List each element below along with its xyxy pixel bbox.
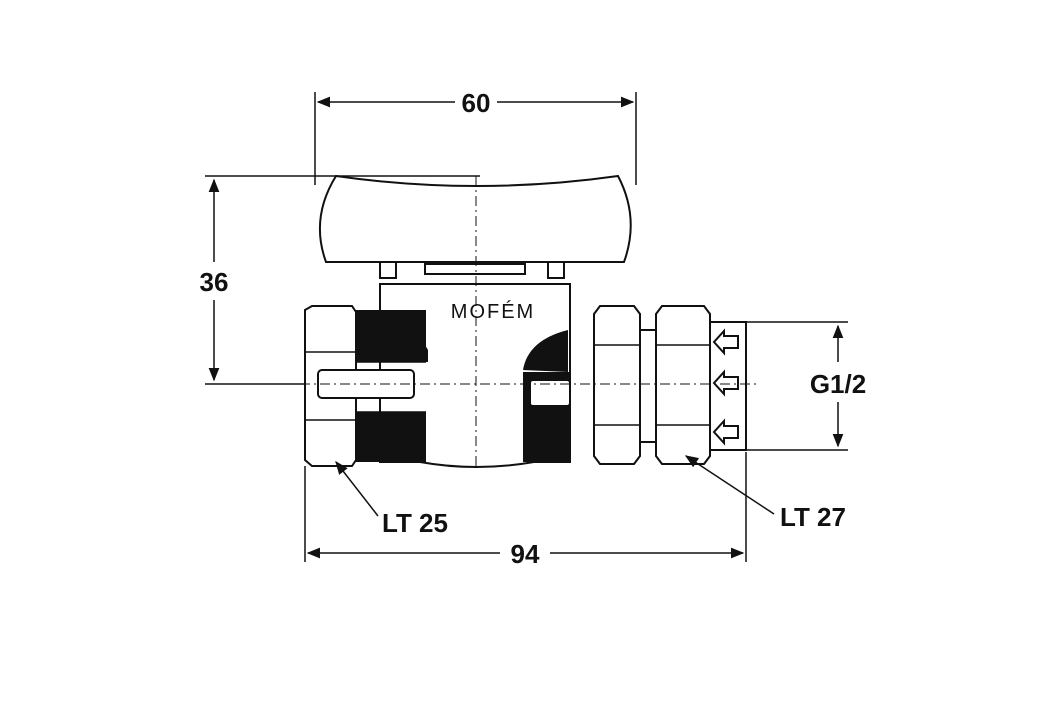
- middle-nut: [593, 305, 657, 465]
- brand-label: MOFÉM: [451, 300, 535, 323]
- callout-label-left-nut: LT 25: [382, 508, 448, 538]
- dimension-total-length: 94: [304, 452, 747, 569]
- callout-right-nut: LT 27: [684, 455, 846, 532]
- right-body-section: [523, 372, 571, 462]
- dimension-thread: G1/2: [746, 321, 866, 451]
- left-nut: [304, 305, 426, 467]
- callout-left-nut: LT 25: [335, 460, 448, 538]
- flow-arrow-icon: [712, 369, 739, 397]
- flow-arrow-icon: [712, 418, 739, 446]
- callout-label-right-nut: LT 27: [780, 502, 846, 532]
- pipe-end: [709, 321, 747, 451]
- dimension-label-handle-width: 60: [462, 88, 491, 118]
- right-nut: [655, 305, 711, 465]
- valve-handle: [318, 174, 632, 279]
- dimension-label-height: 36: [200, 267, 229, 297]
- dimension-label-thread: G1/2: [810, 369, 866, 399]
- center-lines: [300, 176, 760, 470]
- flow-arrow-icon: [712, 328, 739, 356]
- dimension-handle-width: 60: [314, 88, 637, 185]
- dimension-label-total-length: 94: [511, 539, 540, 569]
